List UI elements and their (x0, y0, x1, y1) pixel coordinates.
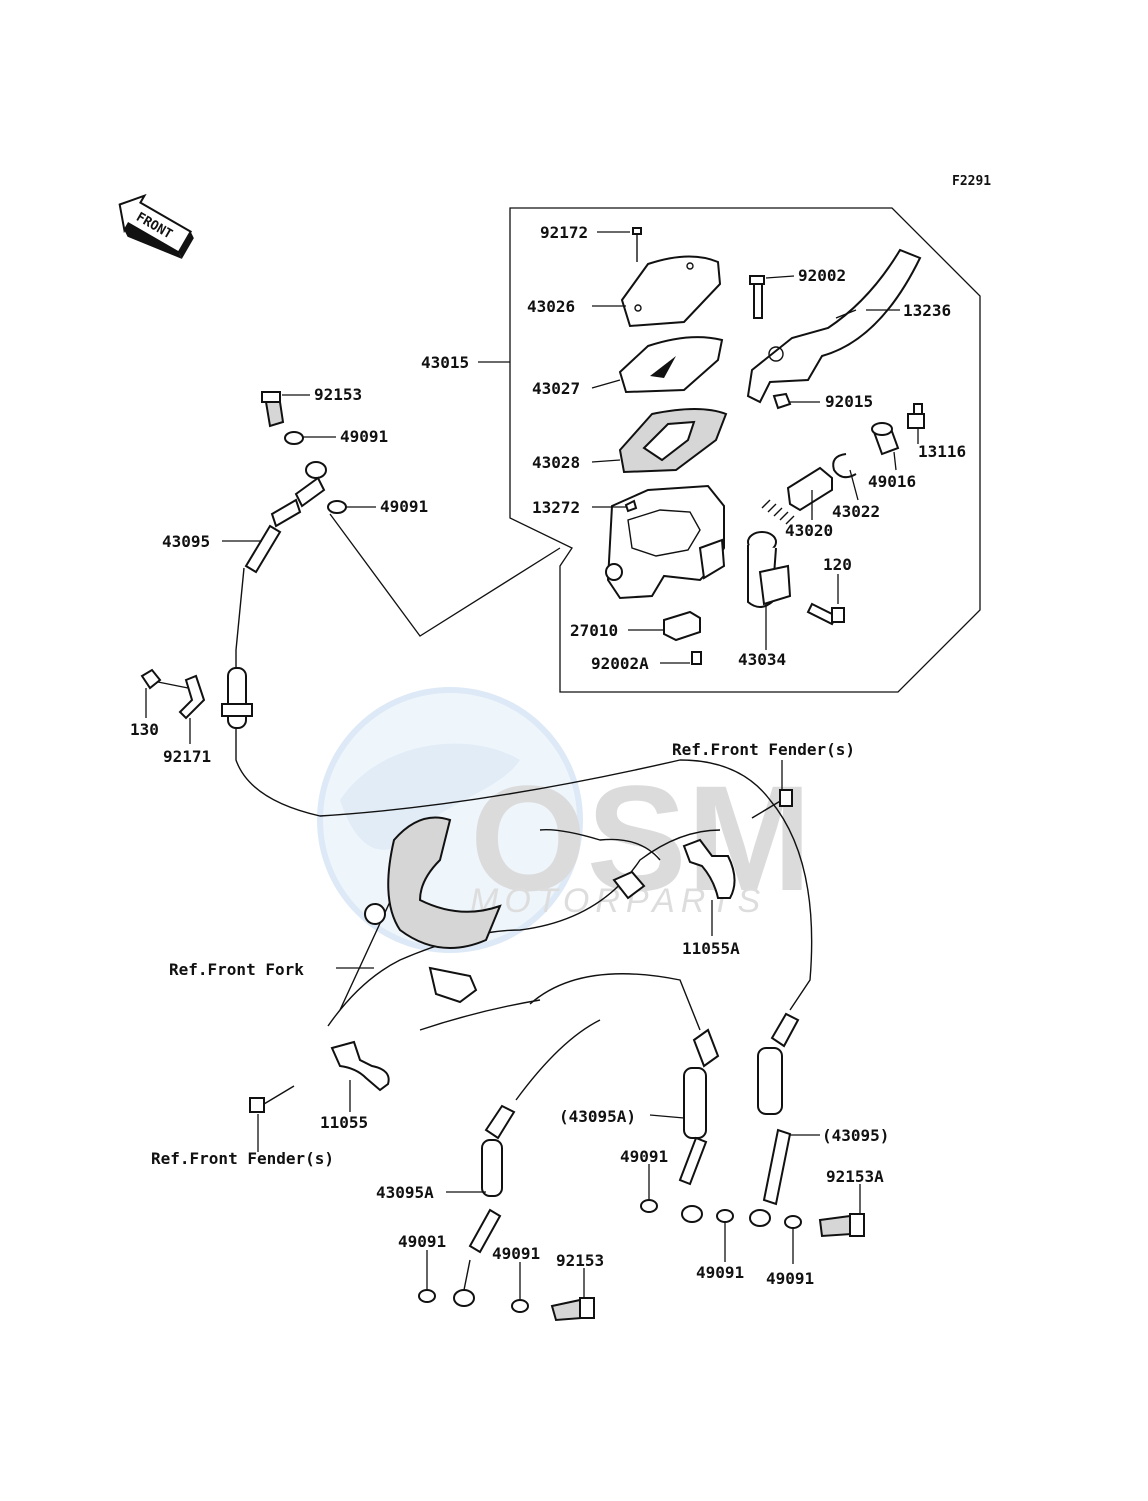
label-92002A: 92002A (591, 654, 649, 673)
screw-92172 (632, 227, 642, 262)
label-120: 120 (823, 555, 852, 574)
label-92171: 92171 (163, 747, 211, 766)
clamp-11055A (682, 838, 736, 899)
label-92172: 92172 (540, 223, 588, 242)
label-49016: 49016 (868, 472, 916, 491)
label-ref-front-fork: Ref.Front Fork (169, 960, 304, 979)
hose-line-lower-left (529, 973, 701, 1031)
washer-49091-a (284, 431, 304, 445)
label-43022: 43022 (832, 502, 880, 521)
bolt-92002 (749, 275, 765, 319)
washer-49091-d (418, 1289, 436, 1303)
washer-49091-e (511, 1299, 529, 1313)
front-fork-area (327, 816, 721, 1031)
circlip-43022 (832, 453, 857, 479)
bracket-92171 (178, 674, 206, 720)
pivot-13116 (907, 403, 925, 429)
label-130: 130 (130, 720, 159, 739)
label-43095A-paren: (43095A) (559, 1107, 636, 1126)
washer-49091-b (327, 500, 347, 514)
boot-49016 (871, 422, 900, 456)
master-cylinder-body (605, 484, 726, 600)
front-arrow-icon: FRONT (118, 193, 194, 259)
label-43015: 43015 (421, 353, 469, 372)
piston-43020 (761, 466, 833, 525)
banjo-bolt-92153-top (261, 391, 285, 428)
banjo-bolt-92153-bottom (550, 1297, 595, 1322)
hose-leader (329, 513, 561, 637)
hose-line-main (235, 728, 813, 1011)
lever-13236 (746, 248, 922, 404)
label-92153-bottom: 92153 (556, 1251, 604, 1270)
nut-92015 (772, 392, 792, 410)
label-92015: 92015 (825, 392, 873, 411)
leader-lines (145, 231, 919, 1300)
watermark-brand: OSM (470, 754, 812, 922)
reservoir-cap-43026 (620, 255, 722, 328)
label-49091-d: 49091 (398, 1232, 446, 1251)
retainer-13272 (624, 499, 638, 513)
washer-49091-g (784, 1215, 802, 1229)
label-13116: 13116 (918, 442, 966, 461)
label-49091-f: 49091 (696, 1263, 744, 1282)
label-13272: 13272 (532, 498, 580, 517)
label-92153-top: 92153 (314, 385, 362, 404)
screw-92002A (691, 651, 702, 665)
clamp-11055 (330, 1040, 390, 1092)
hose-43095A-center (678, 1028, 720, 1223)
label-43020: 43020 (785, 521, 833, 540)
assembly-outline (509, 207, 981, 693)
label-43028: 43028 (532, 453, 580, 472)
label-43027: 43027 (532, 379, 580, 398)
hose-43095-right (749, 1012, 800, 1227)
hose-43095A-left (453, 1104, 516, 1307)
label-ref-front-fender-bottom: Ref.Front Fender(s) (151, 1149, 334, 1168)
label-43095: 43095 (162, 532, 210, 551)
label-49091-e: 49091 (492, 1244, 540, 1263)
label-11055A: 11055A (682, 939, 740, 958)
label-49091-b: 49091 (380, 497, 428, 516)
label-92002: 92002 (798, 266, 846, 285)
label-92153A: 92153A (826, 1167, 884, 1186)
label-49091-c: 49091 (620, 1147, 668, 1166)
label-ref-front-fender-top: Ref.Front Fender(s) (672, 740, 855, 759)
label-43026: 43026 (527, 297, 575, 316)
hose-line-upper (235, 567, 245, 670)
label-13236: 13236 (903, 301, 951, 320)
label-49091-a: 49091 (340, 427, 388, 446)
label-43034: 43034 (738, 650, 786, 669)
bolt-130 (140, 668, 189, 690)
switch-27010 (663, 610, 701, 642)
label-43095A: 43095A (376, 1183, 434, 1202)
bolt-fender-top (751, 789, 793, 819)
label-43095-paren: (43095) (822, 1126, 889, 1145)
clamp-43034 (747, 531, 792, 608)
washer-49091-f (716, 1209, 734, 1223)
banjo-bolt-92153A (818, 1213, 865, 1238)
bolt-120 (806, 602, 845, 626)
bolt-fender-bottom (249, 1085, 295, 1113)
hose-line-lower-mid (515, 1019, 601, 1101)
label-11055: 11055 (320, 1113, 368, 1132)
label-27010: 27010 (570, 621, 618, 640)
washer-49091-c (640, 1199, 658, 1213)
diaphragm-43028 (618, 408, 728, 474)
label-49091-g: 49091 (766, 1269, 814, 1288)
hose-grommet (221, 667, 253, 729)
diaphragm-plate-43027 (618, 336, 724, 394)
hose-43095-upper (244, 461, 327, 574)
figure-code: F2291 (952, 174, 991, 189)
